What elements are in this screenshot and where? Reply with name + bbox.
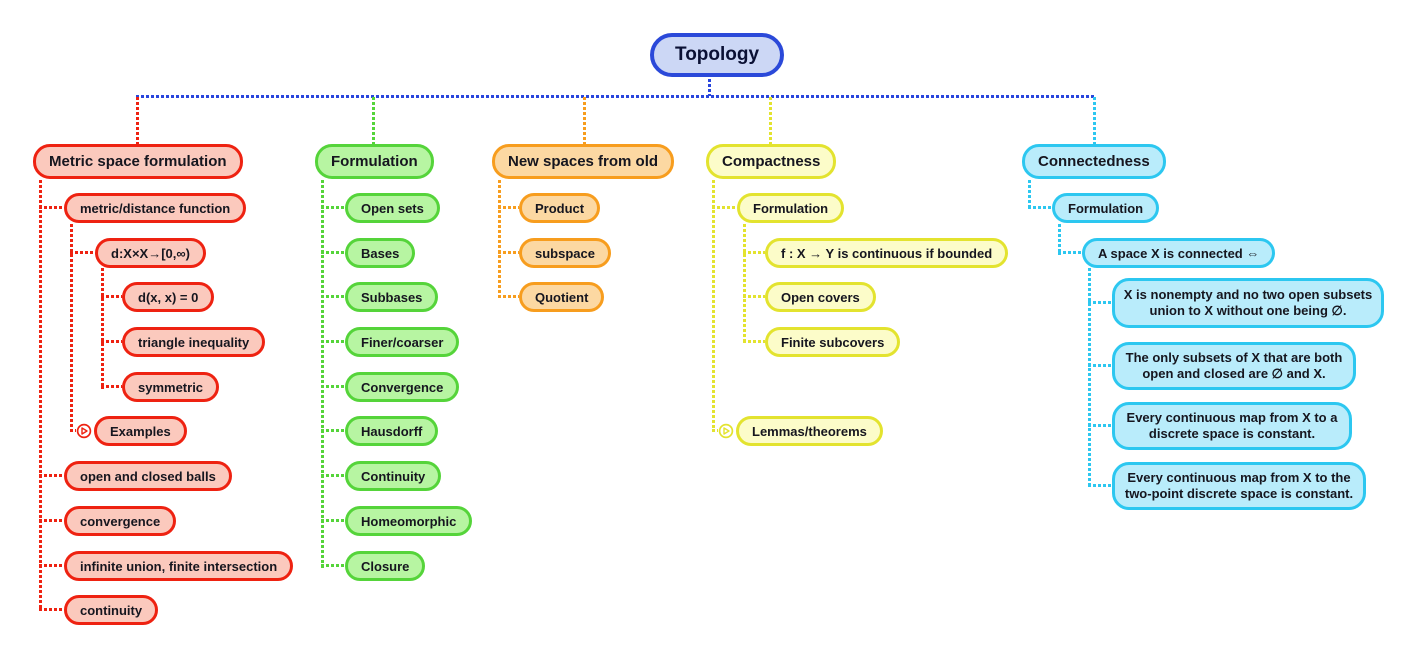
connector [101,295,122,298]
node-topology[interactable]: Topology [650,33,785,77]
node-connected-definition-discrete-map[interactable]: Every continuous map from X to a discret… [1112,402,1352,450]
connector-root-rail [136,95,1095,98]
connector [321,429,345,432]
node-examples[interactable]: Examples [94,416,187,446]
connector [1028,206,1052,209]
node-finer-coarser[interactable]: Finer/coarser [345,327,460,357]
node-connected-definition-nonempty[interactable]: X is nonempty and no two open subsets un… [1112,278,1384,328]
node-lemmas-theorems[interactable]: Lemmas/theorems [736,416,883,446]
node-convergence[interactable]: Convergence [345,372,460,402]
connector [321,519,345,522]
connector [321,340,345,343]
node-symmetric[interactable]: symmetric [122,372,220,402]
connector-root-drop [708,79,711,96]
node-connected-definition-two-point[interactable]: Every continuous map from X to the two-p… [1112,462,1366,510]
connector [712,429,718,432]
node-subbases[interactable]: Subbases [345,282,439,312]
connector [101,385,122,388]
connector [321,180,324,568]
node-connected-definition-clopen[interactable]: The only subsets of X that are both open… [1112,342,1356,390]
connector [743,251,765,254]
connector [1088,301,1112,304]
connector-branch-formulation [372,97,375,144]
connector [321,474,345,477]
connector [1088,484,1112,487]
node-bases[interactable]: Bases [345,238,416,268]
connector [39,206,64,209]
connector [498,295,519,298]
node-continuity-metric[interactable]: continuity [64,595,159,625]
node-hausdorff[interactable]: Hausdorff [345,416,439,446]
collapsed-toggle-icon[interactable] [76,423,92,439]
node-d-x-x-zero[interactable]: d(x, x) = 0 [122,282,215,312]
connector-branch-newspaces [583,97,586,144]
connector [39,564,64,567]
connector [498,180,501,299]
connector [321,295,345,298]
node-metric-space-formulation[interactable]: Metric space formulation [33,144,243,179]
node-f-continuous-if-bounded[interactable]: f : X → Y is continuous if bounded [765,238,1009,268]
connector-branch-metric [136,97,139,144]
connector [743,340,765,343]
node-space-connected-iff[interactable]: A space X is connected ⇔ [1082,238,1276,268]
node-subspace[interactable]: subspace [519,238,611,268]
connector [321,206,345,209]
connector [712,180,715,431]
connector [498,251,519,254]
node-formulation[interactable]: Formulation [315,144,434,179]
connector [321,385,345,388]
connector [39,474,64,477]
connector [1058,251,1082,254]
node-continuity[interactable]: Continuity [345,461,442,491]
connector [1088,424,1112,427]
collapsed-toggle-icon[interactable] [718,423,734,439]
node-connectedness[interactable]: Connectedness [1022,144,1166,179]
connector [70,251,95,254]
node-compactness[interactable]: Compactness [706,144,837,179]
node-product[interactable]: Product [519,193,601,223]
connector [498,206,519,209]
connector [1088,268,1091,488]
connector-branch-compactness [769,97,772,144]
connector [70,429,76,432]
node-connectedness-formulation[interactable]: Formulation [1052,193,1160,223]
node-new-spaces-from-old[interactable]: New spaces from old [492,144,675,179]
connector [321,564,345,567]
node-finite-subcovers[interactable]: Finite subcovers [765,327,901,357]
node-triangle-inequality[interactable]: triangle inequality [122,327,266,357]
node-convergence-metric[interactable]: convergence [64,506,177,536]
node-metric-distance-function[interactable]: metric/distance function [64,193,247,223]
node-infinite-union-finite-intersection[interactable]: infinite union, finite intersection [64,551,294,581]
node-homeomorphic[interactable]: Homeomorphic [345,506,473,536]
connector [321,251,345,254]
connector [101,268,104,389]
connector [1058,224,1061,255]
node-distance-signature[interactable]: d:X×X→[0,∞) [95,238,206,268]
connector [743,224,746,344]
connector [1028,180,1031,210]
node-quotient[interactable]: Quotient [519,282,605,312]
connector [39,608,64,611]
node-open-and-closed-balls[interactable]: open and closed balls [64,461,232,491]
node-open-sets[interactable]: Open sets [345,193,440,223]
node-compactness-formulation[interactable]: Formulation [737,193,845,223]
connector [712,206,737,209]
node-open-covers[interactable]: Open covers [765,282,876,312]
node-closure[interactable]: Closure [345,551,426,581]
connector [101,340,122,343]
connector [39,180,42,610]
connector [1088,364,1112,367]
connector [70,224,73,432]
connector [743,295,765,298]
connector-branch-connectedness [1093,97,1096,144]
connector [39,519,64,522]
